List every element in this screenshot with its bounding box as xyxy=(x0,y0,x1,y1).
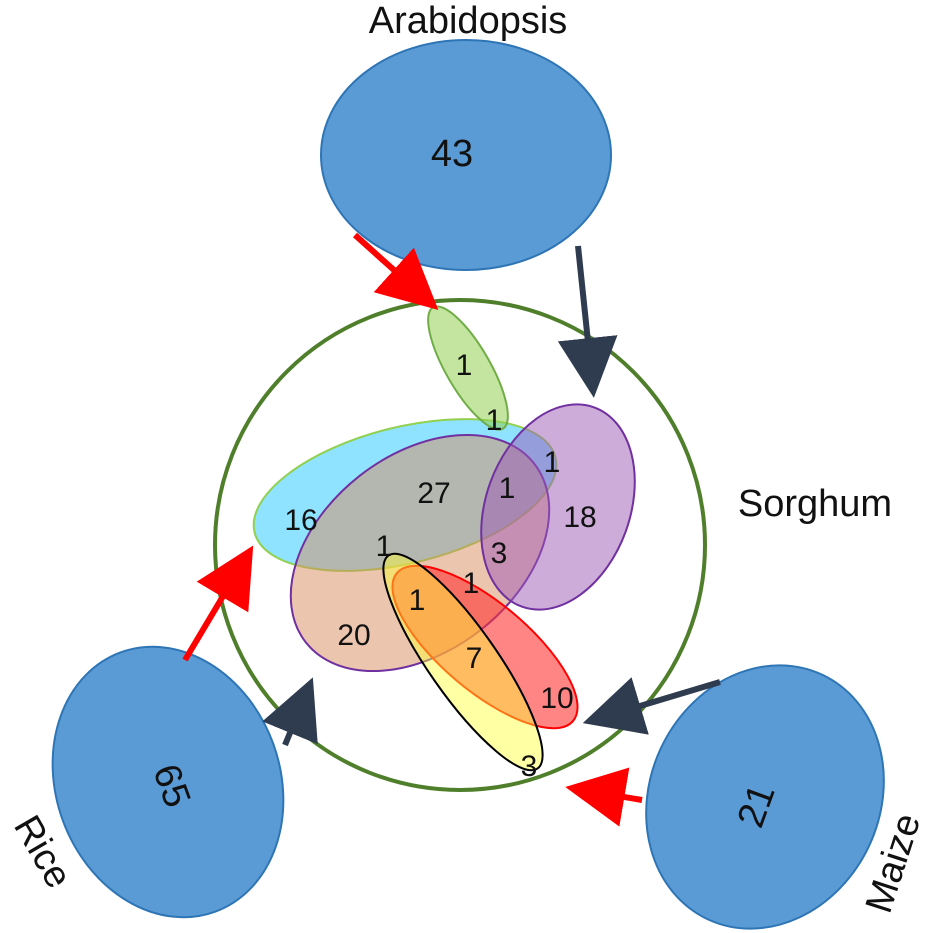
red-ellipse xyxy=(391,564,579,730)
purple-ellipse xyxy=(480,403,636,611)
sorghum-circle xyxy=(213,298,707,792)
sorghum-label: Sorghum xyxy=(738,483,892,525)
yellow-ellipse xyxy=(382,552,544,772)
count-yellow-3: 3 xyxy=(521,750,538,783)
maize-ellipse xyxy=(645,664,885,930)
count-blue-only: 16 xyxy=(284,504,317,537)
arrow-arabidopsis-red xyxy=(352,232,439,311)
arrow-maize-dark xyxy=(582,677,721,735)
count-blue-purple: 27 xyxy=(417,477,450,510)
count-green-overlap: 1 xyxy=(486,404,503,437)
count-purple-only: 18 xyxy=(563,501,596,534)
count-green-top: 1 xyxy=(456,349,473,382)
arabidopsis-count: 43 xyxy=(431,133,473,175)
arrow-rice-red xyxy=(182,545,254,662)
arrow-arabidopsis-dark xyxy=(557,245,618,398)
count-purple-1: 1 xyxy=(499,472,516,505)
count-purple-3: 3 xyxy=(491,537,508,570)
arabidopsis-ellipse xyxy=(320,39,612,271)
arrow-rice-dark xyxy=(262,677,318,747)
arrow-maize-red xyxy=(565,767,643,827)
count-orange-right: 1 xyxy=(463,567,480,600)
count-brown-only: 20 xyxy=(337,619,370,652)
count-center-1: 1 xyxy=(376,530,393,563)
arabidopsis-label: Arabidopsis xyxy=(369,0,568,42)
count-red-10: 10 xyxy=(540,682,573,715)
count-orange-center: 1 xyxy=(409,584,426,617)
count-right-purple-top: 1 xyxy=(544,446,561,479)
count-orange-7: 7 xyxy=(466,642,483,675)
